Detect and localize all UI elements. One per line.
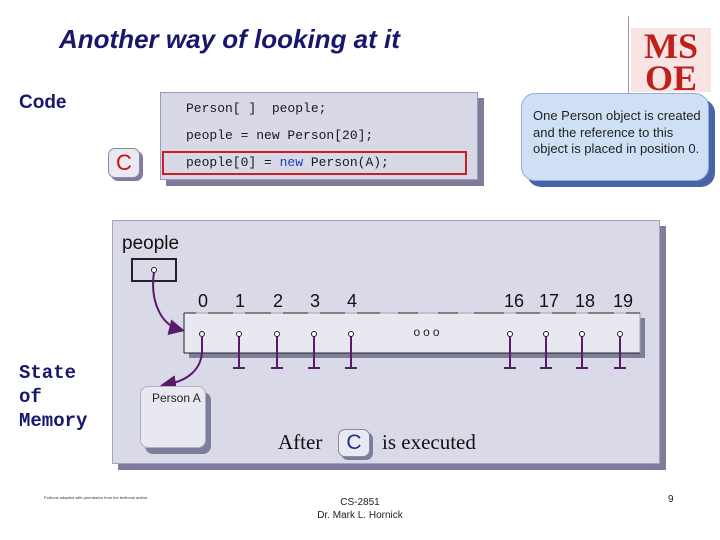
null-pointers (233, 334, 626, 369)
logo-text-top: MS (644, 26, 698, 66)
course-code: CS-2851 (340, 497, 380, 508)
code-box (160, 92, 478, 180)
footer-credit: Portions adapted with permission from th… (44, 495, 149, 500)
logo-text-bottom: OE (645, 58, 697, 96)
keyword-new: new (279, 155, 304, 170)
array-ellipsis: ooo (413, 325, 442, 339)
array-index-19: 19 (612, 291, 634, 311)
callout-text: One Person object is created and the ref… (533, 108, 701, 156)
person-a-object (140, 386, 206, 448)
people-variable-label: people (122, 233, 180, 254)
slide-title: Another way of looking at it (59, 24, 400, 54)
code-label: Code (19, 92, 67, 113)
code-marker-c: C (108, 148, 140, 178)
array-index-18: 18 (574, 291, 596, 311)
code-line-highlight (162, 151, 467, 175)
msoe-logo: MS OE (627, 16, 713, 98)
code-line-assignment: people[0] = new Person(A); (186, 155, 389, 170)
callout-box (521, 93, 709, 181)
state-label-line: of (19, 386, 42, 408)
page-number: 9 (668, 494, 674, 505)
instructor-name: Dr. Mark L. Hornick (317, 510, 403, 521)
array-cell-slots (236, 331, 623, 337)
people-to-array-arrow (152, 271, 185, 335)
cell0-to-person-arrow (160, 336, 203, 392)
array-index-0: 0 (197, 291, 208, 311)
code-line-declaration: Person[ ] people; (186, 101, 327, 116)
after-text: After (278, 430, 323, 454)
executed-text: is executed (382, 430, 476, 454)
array-index-2: 2 (272, 291, 283, 311)
array-index-16: 16 (503, 291, 525, 311)
array-body (183, 312, 641, 354)
array-index-1: 1 (234, 291, 245, 311)
state-marker-c: C (338, 429, 370, 457)
people-ref-slot (151, 267, 157, 273)
array-index-3: 3 (309, 291, 320, 311)
code-line-allocation: people = new Person[20]; (186, 128, 374, 143)
state-label-line: State (19, 362, 77, 384)
array-index-4: 4 (346, 291, 357, 311)
state-of-memory-label: State of Memory (19, 361, 87, 433)
person-a-label: Person A (152, 391, 201, 405)
array-index-17: 17 (538, 291, 560, 311)
msoe-logo-graphic: MS OE (627, 16, 711, 98)
state-label-line: Memory (19, 410, 88, 432)
footer-course: CS-2851 Dr. Mark L. Hornick (290, 496, 430, 522)
